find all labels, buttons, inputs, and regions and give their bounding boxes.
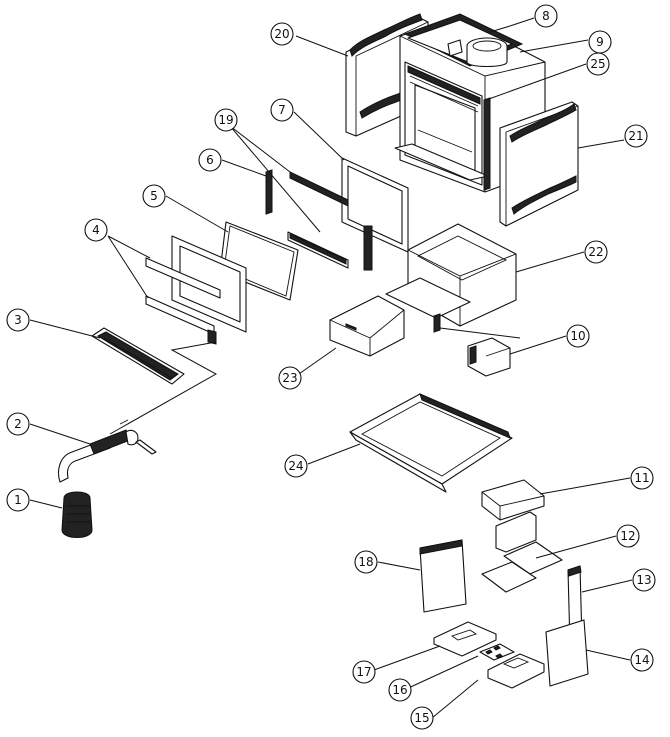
part-2-burner-tube bbox=[57, 419, 157, 483]
callout-10: 10 bbox=[566, 324, 590, 348]
leader-lines bbox=[29, 17, 633, 719]
callout-18-label: 18 bbox=[358, 555, 373, 569]
part-22-liner-box bbox=[385, 223, 517, 333]
callout-3-label: 3 bbox=[14, 313, 22, 327]
callout-11: 11 bbox=[630, 466, 654, 490]
part-11-brick bbox=[481, 479, 545, 521]
callout-1: 1 bbox=[6, 488, 30, 512]
part-10-bracket bbox=[467, 337, 511, 377]
callout-24: 24 bbox=[284, 454, 308, 478]
callout-14-label: 14 bbox=[634, 653, 649, 667]
callout-2-label: 2 bbox=[14, 417, 22, 431]
part-12-shelf bbox=[481, 511, 563, 593]
callout-9-label: 9 bbox=[596, 35, 604, 49]
callout-2: 2 bbox=[6, 412, 30, 436]
callout-6-label: 6 bbox=[206, 153, 214, 167]
callout-13-label: 13 bbox=[636, 573, 651, 587]
callout-19-label: 19 bbox=[218, 113, 233, 127]
part-17-floor-brick bbox=[433, 621, 497, 657]
part-18-left-brick bbox=[419, 539, 467, 613]
callout-22-label: 22 bbox=[588, 245, 603, 259]
part-3-ash-lip bbox=[91, 327, 185, 385]
callout-15: 15 bbox=[410, 706, 434, 730]
callout-10-label: 10 bbox=[570, 329, 585, 343]
callout-23-label: 23 bbox=[282, 371, 297, 385]
callout-17-label: 17 bbox=[356, 665, 371, 679]
callout-7-label: 7 bbox=[278, 103, 286, 117]
part-7-door-frame bbox=[289, 157, 409, 271]
part-24-hood bbox=[349, 393, 513, 493]
callout-5: 5 bbox=[142, 184, 166, 208]
callout-6: 6 bbox=[198, 148, 222, 172]
callout-16: 16 bbox=[388, 678, 412, 702]
callout-23: 23 bbox=[278, 366, 302, 390]
callout-3: 3 bbox=[6, 308, 30, 332]
callout-22: 22 bbox=[584, 240, 608, 264]
callout-5-label: 5 bbox=[150, 189, 158, 203]
callout-14: 14 bbox=[630, 648, 654, 672]
part-1-gas-valve bbox=[61, 491, 93, 538]
callout-18: 18 bbox=[354, 550, 378, 574]
callout-19: 19 bbox=[214, 108, 238, 132]
callout-12: 12 bbox=[616, 524, 640, 548]
callout-16-label: 16 bbox=[392, 683, 407, 697]
callout-17: 17 bbox=[352, 660, 376, 684]
part-4-door bbox=[145, 235, 247, 345]
part-14-back-brick bbox=[545, 619, 589, 687]
callout-1-label: 1 bbox=[14, 493, 22, 507]
callout-21: 21 bbox=[624, 124, 648, 148]
part-16-port-plate bbox=[479, 643, 515, 661]
callout-4: 4 bbox=[84, 218, 108, 242]
part-23-drawer bbox=[329, 295, 405, 357]
callout-20-label: 20 bbox=[274, 27, 289, 41]
callout-11-label: 11 bbox=[634, 471, 649, 485]
callout-7: 7 bbox=[270, 98, 294, 122]
part-5-glass-panel bbox=[219, 221, 299, 301]
callout-9: 9 bbox=[588, 30, 612, 54]
callout-12-label: 12 bbox=[620, 529, 635, 543]
part-19-lower-rail bbox=[287, 231, 349, 269]
callout-21-label: 21 bbox=[628, 129, 643, 143]
callout-4-label: 4 bbox=[92, 223, 100, 237]
callout-8: 8 bbox=[534, 4, 558, 28]
callout-24-label: 24 bbox=[288, 459, 303, 473]
callout-15-label: 15 bbox=[414, 711, 429, 725]
part-21-right-side-panel bbox=[499, 101, 579, 227]
callout-13: 13 bbox=[632, 568, 656, 592]
part-6-side-rail bbox=[265, 169, 273, 215]
part-15-floor-brick bbox=[487, 653, 545, 689]
callout-8-label: 8 bbox=[542, 9, 550, 23]
callout-20: 20 bbox=[270, 22, 294, 46]
callout-25-label: 25 bbox=[590, 57, 605, 71]
callout-25: 25 bbox=[586, 52, 610, 76]
